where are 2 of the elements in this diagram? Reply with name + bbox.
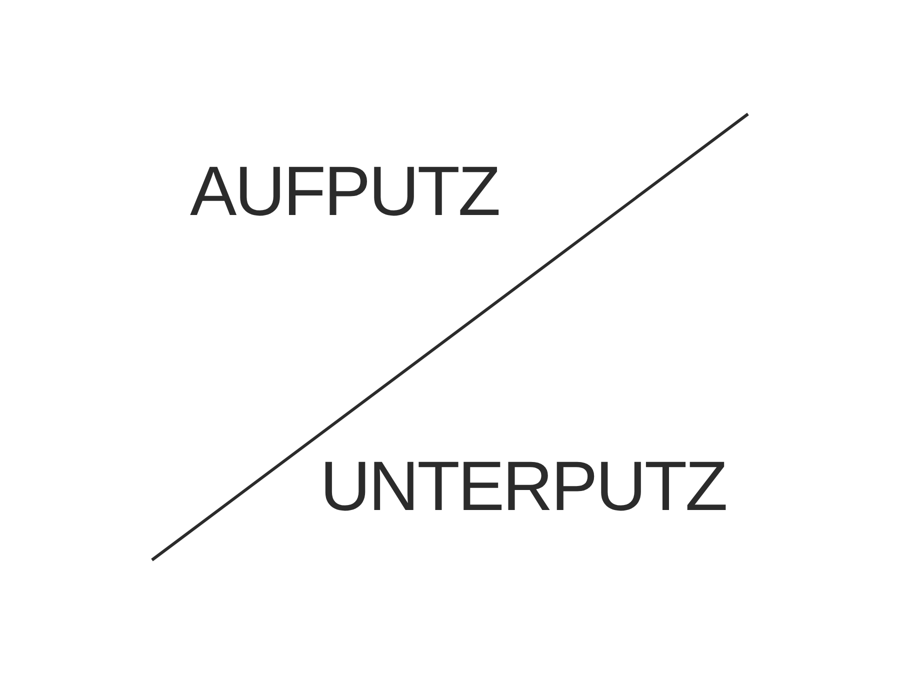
heading-label: AUFPUTZ [190,156,499,226]
heading-label: UNTERPUTZ [320,451,726,521]
